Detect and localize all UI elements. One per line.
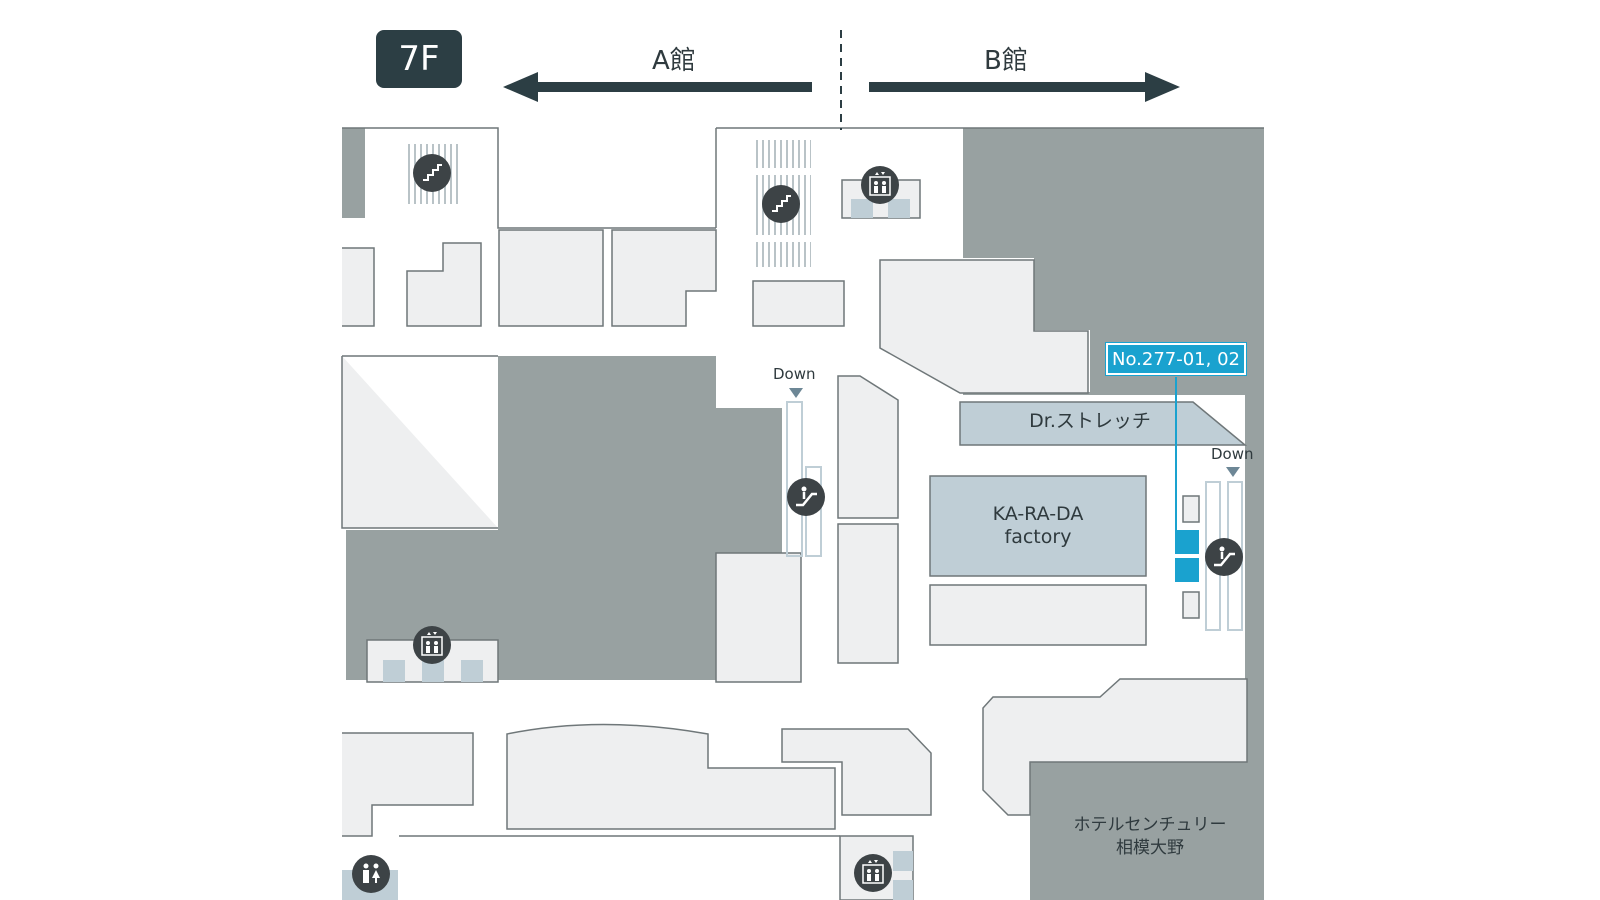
store-block xyxy=(506,723,836,830)
shop-callout[interactable]: No.277-01, 02 xyxy=(1105,342,1247,376)
store-block xyxy=(611,229,717,327)
down-triangle-right xyxy=(1226,467,1240,477)
arrow-a xyxy=(503,72,812,102)
stairs-center-1 xyxy=(753,140,811,168)
shop-277-02 xyxy=(1175,558,1199,582)
wall-lines xyxy=(342,127,1264,837)
shop-outline-top xyxy=(1182,495,1200,523)
escalator-icon xyxy=(1205,538,1243,576)
elevator-icon xyxy=(854,854,892,892)
store-block xyxy=(879,259,1089,394)
dark-block-center-small xyxy=(716,408,782,555)
store-block xyxy=(929,584,1147,646)
shop-outline-bottom xyxy=(1182,591,1200,619)
stairs-icon xyxy=(413,154,451,192)
stairs-center-3 xyxy=(753,242,811,267)
down-label-right: Down xyxy=(1211,445,1254,463)
elevator-icon xyxy=(861,166,899,204)
floor-label: 7F xyxy=(398,39,440,79)
store-label-karada-line2: factory xyxy=(1004,526,1072,548)
store-block xyxy=(837,375,899,519)
store-block xyxy=(342,247,375,327)
building-a-label: A館 xyxy=(652,46,696,76)
store-block xyxy=(715,552,802,683)
store-label-hotel: ホテルセンチュリー 相模大野 xyxy=(1050,814,1250,860)
floor-badge: 7F xyxy=(376,30,462,88)
store-label-hotel-line2: 相模大野 xyxy=(1116,838,1184,858)
store-block xyxy=(342,732,474,837)
store-block xyxy=(498,229,604,327)
store-label-karada: KA-RA-DA factory xyxy=(940,503,1136,549)
arrow-b xyxy=(869,72,1180,102)
elevator-icon xyxy=(413,626,451,664)
store-karada xyxy=(929,475,1147,577)
store-block xyxy=(982,678,1248,816)
building-b-label: B館 xyxy=(984,46,1028,76)
store-block xyxy=(406,242,482,327)
stairs-icon xyxy=(762,185,800,223)
store-block xyxy=(781,728,932,816)
restroom-icon xyxy=(352,855,390,893)
store-label-hotel-line1: ホテルセンチュリー xyxy=(1073,815,1227,835)
down-label-left: Down xyxy=(773,365,816,383)
store-block xyxy=(837,523,899,664)
escalator-icon xyxy=(787,478,825,516)
down-triangle-left xyxy=(789,388,803,398)
store-label-dr-stretch: Dr.ストレッチ xyxy=(1029,410,1151,432)
shop-277-01 xyxy=(1175,530,1199,554)
store-label-karada-line1: KA-RA-DA xyxy=(992,503,1084,525)
store-block xyxy=(752,280,845,327)
store-block xyxy=(341,356,498,529)
dark-block-left-top xyxy=(342,128,365,218)
dark-block-center xyxy=(346,356,716,680)
store-dr-stretch xyxy=(959,401,1248,446)
